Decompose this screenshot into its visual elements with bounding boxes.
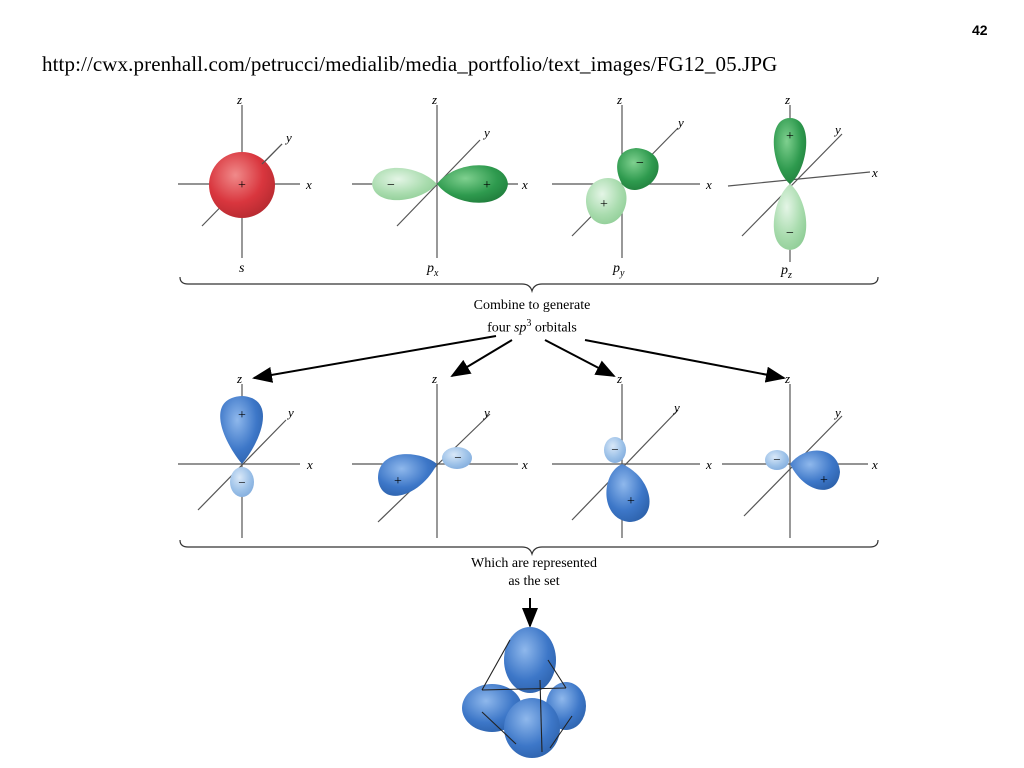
minus-sign: − (786, 226, 794, 241)
x-axis-label: x (306, 457, 313, 472)
z-axis-label: z (431, 92, 437, 107)
y-axis-label: y (833, 405, 841, 420)
minus-sign: − (238, 475, 245, 490)
y-axis-label: y (833, 122, 841, 137)
pz-orbital-label: pz (780, 263, 792, 281)
z-axis-label: z (616, 92, 622, 107)
x-axis-label: x (705, 457, 712, 472)
s-orbital-diagram: + z y x s (178, 92, 312, 276)
sp3-negative-lobe (442, 447, 472, 469)
sp3-negative-lobe (230, 467, 254, 497)
z-axis-label: z (236, 92, 242, 107)
combine-caption: Combine to generate four sp3 orbitals (432, 297, 632, 338)
plus-sign: + (483, 178, 491, 193)
sp3-positive-lobe (606, 464, 650, 522)
combine-brace (179, 276, 879, 294)
minus-sign: − (773, 452, 780, 467)
plus-sign: + (820, 473, 828, 488)
sp3-orbital-3: + − z y x (552, 371, 712, 538)
s-orbital-sphere (209, 152, 275, 218)
y-axis-label: y (676, 115, 684, 130)
x-axis-label: x (305, 177, 312, 192)
source-url: http://cwx.prenhall.com/petrucci/mediali… (42, 52, 778, 76)
pz-negative-lobe (773, 184, 807, 250)
minus-sign: − (387, 178, 395, 193)
minus-sign: − (636, 156, 644, 171)
sp3-positive-lobe (220, 396, 263, 464)
plus-sign: + (627, 494, 635, 509)
combine-arrows (252, 335, 786, 383)
z-axis-label: z (784, 371, 790, 386)
y-axis-label: y (284, 130, 292, 145)
set-lobe-top (504, 627, 556, 693)
x-axis-label: x (871, 165, 878, 180)
plus-sign: + (786, 129, 794, 144)
x-axis-label: x (521, 457, 528, 472)
plus-sign: + (600, 197, 608, 212)
py-negative-lobe (585, 178, 627, 225)
set-lobe-front (504, 698, 560, 758)
minus-sign: − (611, 442, 618, 457)
represent-caption: Which are represented as the set (424, 555, 644, 591)
y-axis-label: y (482, 405, 490, 420)
sp3-positive-lobe (378, 454, 437, 496)
py-positive-lobe (617, 148, 659, 190)
px-orbital-diagram: − + z y x px (352, 92, 528, 279)
combine-caption-line2: four sp3 orbitals (487, 318, 577, 336)
x-axis-label: x (871, 457, 878, 472)
sp3-orbital-4: + − z y x (722, 371, 878, 538)
py-orbital-label: py (612, 261, 625, 279)
px-negative-lobe (372, 167, 437, 201)
y-axis-label: y (482, 125, 490, 140)
sp3-negative-lobe (765, 450, 789, 470)
pz-orbital-diagram: + − z y x pz (727, 92, 878, 281)
z-axis-label: z (616, 371, 622, 386)
page-number: 42 (972, 22, 988, 38)
y-axis-label: y (286, 405, 294, 420)
py-orbital-diagram: − + z y x py (552, 92, 712, 279)
combine-caption-line1: Combine to generate (473, 298, 591, 313)
sp3-negative-lobe (604, 437, 626, 463)
plus-sign: + (394, 474, 402, 489)
sp3-orbital-2: + − z y x (352, 371, 528, 538)
z-axis-label: z (236, 371, 242, 386)
y-axis-label: y (672, 400, 680, 415)
z-axis-label: z (784, 92, 790, 107)
plus-sign: + (238, 178, 246, 193)
px-orbital-label: px (426, 261, 439, 279)
represent-brace (179, 539, 879, 557)
sp3-orbital-1: + − z y x (178, 371, 313, 538)
represent-caption-line2: as the set (508, 574, 560, 589)
s-orbital-label: s (239, 261, 245, 276)
represent-caption-line1: Which are represented (471, 556, 597, 571)
x-axis-label: x (705, 177, 712, 192)
pz-positive-lobe (773, 118, 807, 184)
px-positive-lobe (437, 165, 508, 203)
sp3-positive-lobe (790, 450, 840, 490)
minus-sign: − (454, 450, 461, 465)
tetrahedron-edges (481, 639, 573, 753)
plus-sign: + (238, 408, 246, 423)
x-axis-label: x (521, 177, 528, 192)
z-axis-label: z (431, 371, 437, 386)
sp3-tetrahedral-set (462, 627, 586, 758)
